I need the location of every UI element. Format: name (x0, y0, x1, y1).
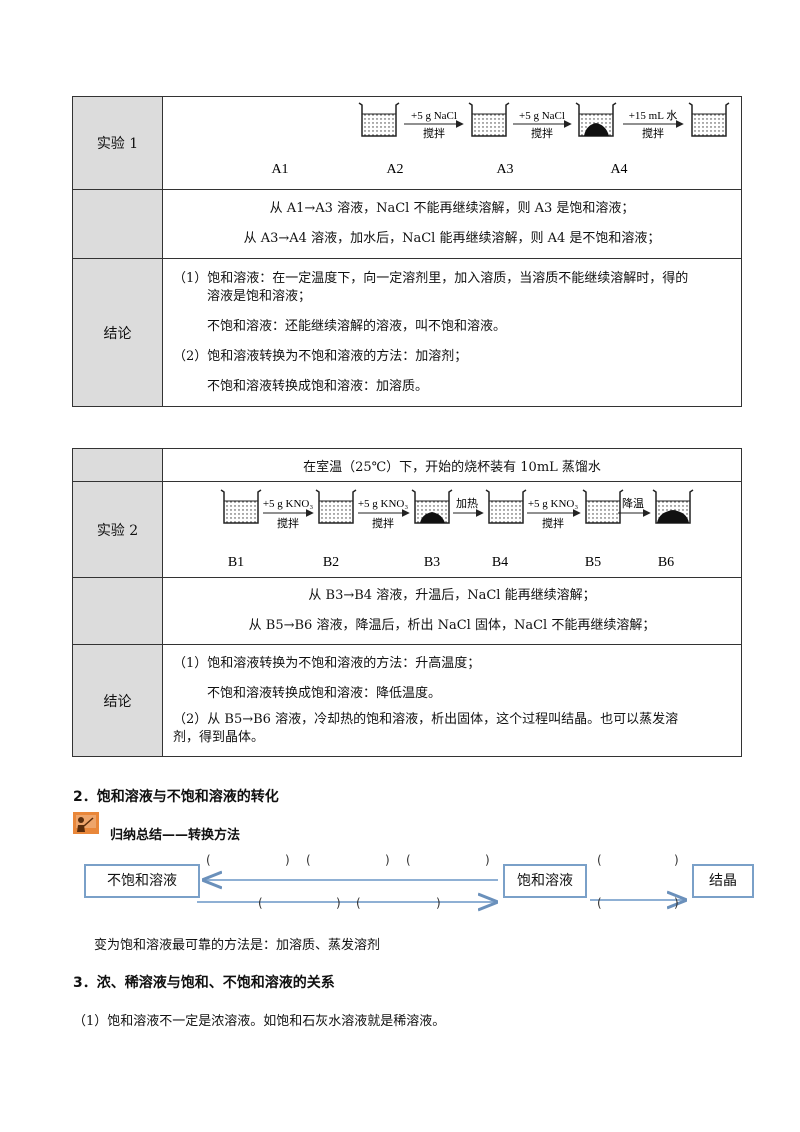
exp1-step-2: +5 g NaCl (519, 110, 565, 122)
experiment-1-table: 实验 1 +5 g NaCl +5 g NaCl +15 mL 水 搅拌 搅拌 … (72, 96, 742, 407)
exp2-concl-3: （2）从 B5→B6 溶液，冷却热的饱和溶液，析出固体，这个过程叫结晶。也可以蒸… (173, 711, 679, 727)
exp2-concl-4: 剂，得到晶体。 (173, 729, 265, 745)
exp1-beaker-diagram: +5 g NaCl +5 g NaCl +15 mL 水 搅拌 搅拌 搅拌 A1… (271, 102, 730, 177)
exp2-step-3: 加热 (456, 497, 478, 510)
exp2-step-4: +5 g KNO₃ (528, 498, 579, 510)
exp2-stir-1: 搅拌 (277, 516, 299, 530)
section-2-title: 2．饱和溶液与不饱和溶液的转化 (73, 789, 279, 805)
exp1-diagram: +5 g NaCl +5 g NaCl +15 mL 水 搅拌 搅拌 搅拌 A1… (162, 96, 742, 190)
exp2-conclusion-label: 结论 (72, 644, 163, 757)
exp2-obs-2: 从 B5→B6 溶液，降温后，析出 NaCl 固体，NaCl 不能再继续溶解； (248, 618, 656, 633)
blank-paren-7-open: ( (597, 896, 602, 910)
beaker-a4-label: A4 (610, 162, 627, 177)
exp2-obs-label (72, 577, 163, 645)
exp2-obs-1: 从 B3→B4 溶液，升温后，NaCl 能再继续溶解； (308, 588, 596, 603)
beaker-b1-label: B1 (228, 555, 244, 570)
beaker-b6-label: B6 (658, 555, 674, 570)
exp1-conclusion: （1）饱和溶液：在一定温度下，向一定溶剂里，加入溶质，当溶质不能继续溶解时，得的… (162, 258, 742, 407)
box-crystallization: 结晶 (692, 864, 754, 898)
exp1-label: 实验 1 (72, 96, 163, 190)
exp1-concl-4: 不饱和溶液转换成饱和溶液：加溶质。 (207, 378, 429, 394)
box-saturated: 饱和溶液 (503, 864, 587, 898)
exp1-conclusion-label: 结论 (72, 258, 163, 407)
blank-paren-4-close: ) (674, 853, 679, 867)
beaker-b4-label: B4 (492, 555, 508, 570)
blank-paren-7-close: ) (674, 896, 679, 910)
beaker-a3-label: A3 (496, 162, 513, 177)
exp1-obs-label (72, 189, 163, 259)
summary-teacher-icon (73, 812, 99, 834)
box-unsaturated: 不饱和溶液 (84, 864, 200, 898)
beaker-b3-label: B3 (424, 555, 440, 570)
exp1-obs-2: 从 A3→A4 溶液，加水后，NaCl 能再继续溶解，则 A4 是不饱和溶液； (243, 231, 661, 246)
exp1-concl-2: 不饱和溶液：还能继续溶解的溶液，叫不饱和溶液。 (207, 318, 507, 334)
beaker-a2-label: A2 (386, 162, 403, 177)
exp2-conclusion: （1）饱和溶液转换为不饱和溶液的方法：升高温度； 不饱和溶液转换成饱和溶液：降低… (162, 644, 742, 757)
summary-title: 归纳总结——转换方法 (110, 828, 241, 843)
exp1-stir-3: 搅拌 (642, 126, 664, 140)
exp1-stir-2: 搅拌 (531, 126, 553, 140)
conversion-arrows (197, 850, 800, 920)
exp2-header: 在室温（25℃）下，开始的烧杯装有 10mL 蒸馏水 (162, 448, 742, 482)
exp2-step-5: 降温 (622, 496, 644, 510)
exp2-diagram: +5 g KNO₃ +5 g KNO₃ 加热 +5 g KNO₃ 降温 搅拌 搅… (162, 481, 742, 578)
exp2-label: 实验 2 (72, 481, 163, 578)
exp1-step-3: +15 mL 水 (629, 109, 678, 122)
blank-paren-3-close: ) (485, 853, 490, 867)
blank-paren-1-open: ( (206, 853, 211, 867)
exp1-concl-1: （1）饱和溶液：在一定温度下，向一定溶剂里，加入溶质，当溶质不能继续溶解时，得的 (173, 270, 689, 286)
exp2-step-1: +5 g KNO₃ (263, 498, 314, 510)
exp2-beaker-diagram: +5 g KNO₃ +5 g KNO₃ 加热 +5 g KNO₃ 降温 搅拌 搅… (220, 489, 694, 570)
blank-paren-6-open: ( (356, 896, 361, 910)
blank-paren-5-open: ( (258, 896, 263, 910)
exp2-header-label (72, 448, 163, 482)
blank-paren-2-open: ( (306, 853, 311, 867)
exp1-concl-3: （2）饱和溶液转换为不饱和溶液的方法：加溶剂； (173, 348, 468, 364)
exp1-obs-1: 从 A1→A3 溶液，NaCl 不能再继续溶解，则 A3 是饱和溶液； (269, 201, 635, 216)
beaker-b2-label: B2 (323, 555, 339, 570)
exp2-step-2: +5 g KNO₃ (358, 498, 409, 510)
exp2-stir-2: 搅拌 (372, 516, 394, 530)
blank-paren-5-close: ) (336, 896, 341, 910)
blank-paren-2-close: ) (385, 853, 390, 867)
exp1-concl-1b: 溶液是饱和溶液； (207, 288, 312, 304)
exp2-concl-2: 不饱和溶液转换成饱和溶液：降低温度。 (207, 685, 442, 701)
beaker-a1-label: A1 (271, 162, 288, 177)
section-3-paragraph-1: （1）饱和溶液不一定是浓溶液。如饱和石灰水溶液就是稀溶液。 (73, 1014, 446, 1029)
blank-paren-1-close: ) (285, 853, 290, 867)
reliable-method-note: 变为饱和溶液最可靠的方法是：加溶质、蒸发溶剂 (94, 938, 381, 953)
exp2-stir-4: 搅拌 (542, 516, 564, 530)
experiment-2-table: 在室温（25℃）下，开始的烧杯装有 10mL 蒸馏水 实验 2 (72, 448, 742, 757)
exp1-observations: 从 A1→A3 溶液，NaCl 不能再继续溶解，则 A3 是饱和溶液； 从 A3… (162, 189, 742, 259)
blank-paren-4-open: ( (597, 853, 602, 867)
beaker-b5-label: B5 (585, 555, 601, 570)
blank-paren-3-open: ( (406, 853, 411, 867)
blank-paren-6-close: ) (436, 896, 441, 910)
exp1-step-1: +5 g NaCl (411, 110, 457, 122)
exp2-observations: 从 B3→B4 溶液，升温后，NaCl 能再继续溶解； 从 B5→B6 溶液，降… (162, 577, 742, 645)
exp2-concl-1: （1）饱和溶液转换为不饱和溶液的方法：升高温度； (173, 655, 481, 671)
exp1-stir-1: 搅拌 (423, 126, 445, 140)
section-3-title: 3．浓、稀溶液与饱和、不饱和溶液的关系 (73, 975, 335, 991)
